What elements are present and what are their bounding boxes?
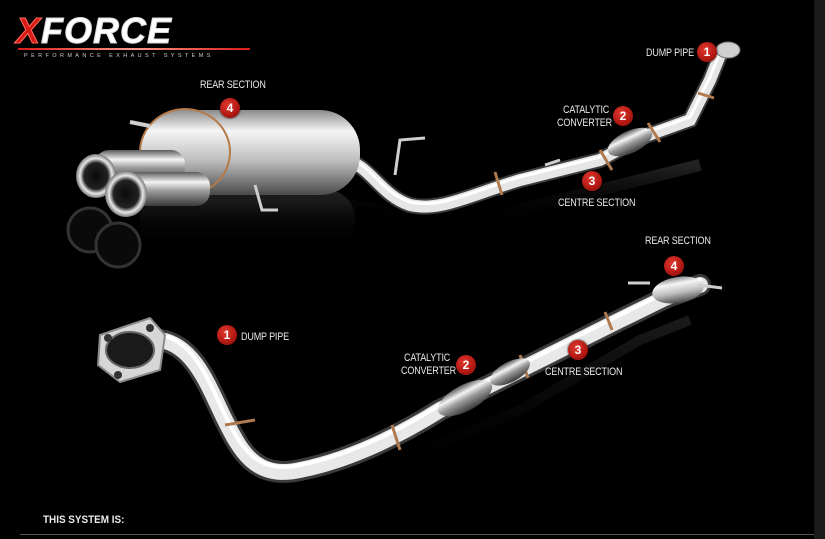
top-rear-section-label: REAR SECTION — [200, 79, 266, 91]
logo-underline — [18, 48, 250, 50]
xforce-logo: XFORCE — [15, 10, 173, 52]
bottom-centre-section-label: CENTRE SECTION — [545, 366, 623, 378]
system-type-label: THIS SYSTEM IS: — [43, 514, 125, 526]
bottom-rear-section-label: REAR SECTION — [645, 235, 711, 247]
bottom-dump-pipe-badge: 1 — [217, 325, 237, 345]
bottom-catalytic-badge: 2 — [456, 355, 476, 375]
top-rear-section-badge: 4 — [220, 98, 240, 118]
top-clamp-flange — [493, 91, 715, 196]
bottom-catalytic-label-line2: CONVERTER — [401, 365, 457, 377]
top-system-pipes — [337, 41, 741, 215]
top-rear-muffler — [76, 108, 360, 217]
bottom-system-pipes — [96, 274, 723, 483]
logo-x-mark: X — [15, 10, 42, 52]
bottom-catalytic-label-line1: CATALYTIC — [404, 352, 451, 364]
top-catalytic-label-line1: CATALYTIC — [563, 104, 610, 116]
top-centre-section-badge: 3 — [582, 171, 602, 191]
bottom-dump-pipe-label: DUMP PIPE — [241, 331, 289, 343]
footer-divider — [20, 534, 820, 535]
top-catalytic-label-line2: CONVERTER — [557, 117, 613, 129]
top-centre-section-label: CENTRE SECTION — [558, 197, 636, 209]
right-edge-strip — [814, 0, 825, 539]
top-dump-pipe-badge: 1 — [697, 42, 717, 62]
logo-wordmark: FORCE — [41, 10, 173, 52]
bottom-rear-section-badge: 4 — [664, 256, 684, 276]
top-catalytic-badge: 2 — [613, 106, 633, 126]
bottom-centre-section-badge: 3 — [568, 340, 588, 360]
top-system-reflection — [66, 159, 702, 269]
bottom-system-reflection — [299, 315, 692, 490]
logo-tagline: PERFORMANCE EXHAUST SYSTEMS — [24, 53, 214, 59]
top-dump-pipe-label: DUMP PIPE — [646, 47, 694, 59]
